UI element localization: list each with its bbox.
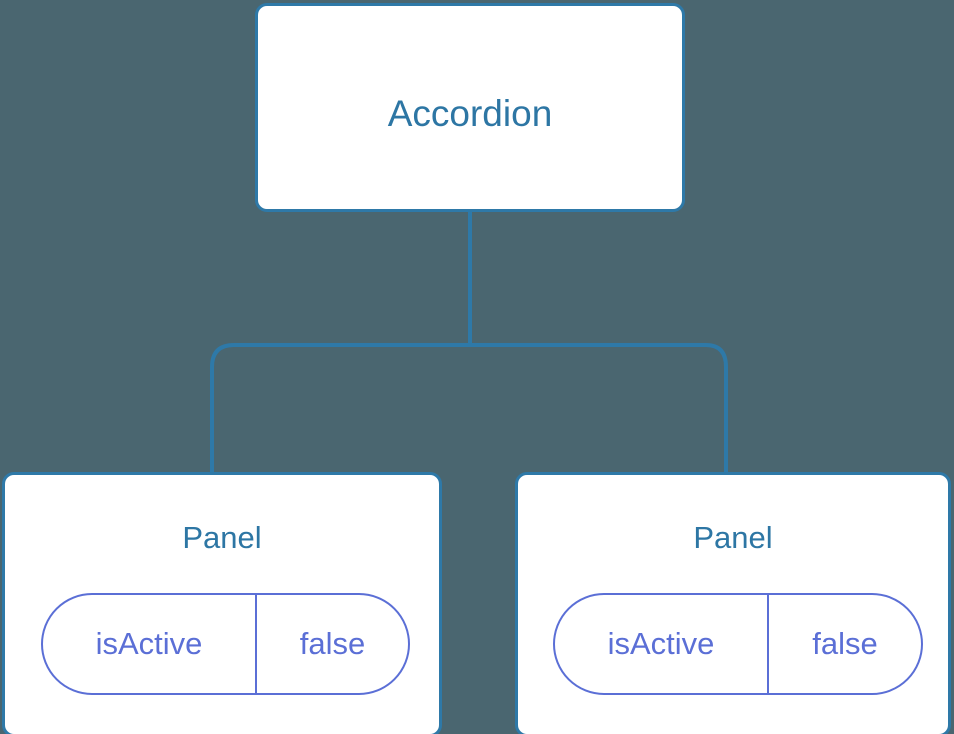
- node-panel-1[interactable]: Panel isActive false: [515, 472, 951, 734]
- node-panel-0-prop-value: false: [299, 626, 366, 661]
- node-panel-1-prop-key: isActive: [555, 595, 769, 693]
- node-panel-0-prop-key: isActive: [43, 595, 257, 693]
- node-panel-0-title: Panel: [182, 520, 262, 555]
- node-panel-1-title: Panel: [693, 520, 773, 555]
- node-panel-0[interactable]: Panel isActive false: [2, 472, 442, 734]
- node-panel-1-prop-value: false: [812, 626, 878, 661]
- node-accordion-title: Accordion: [387, 93, 553, 134]
- node-panel-0-prop-isactive[interactable]: isActive false: [41, 593, 410, 695]
- connector-branch-bus: [210, 343, 728, 474]
- node-panel-1-prop-isactive[interactable]: isActive false: [553, 593, 923, 695]
- node-accordion[interactable]: Accordion: [255, 3, 685, 212]
